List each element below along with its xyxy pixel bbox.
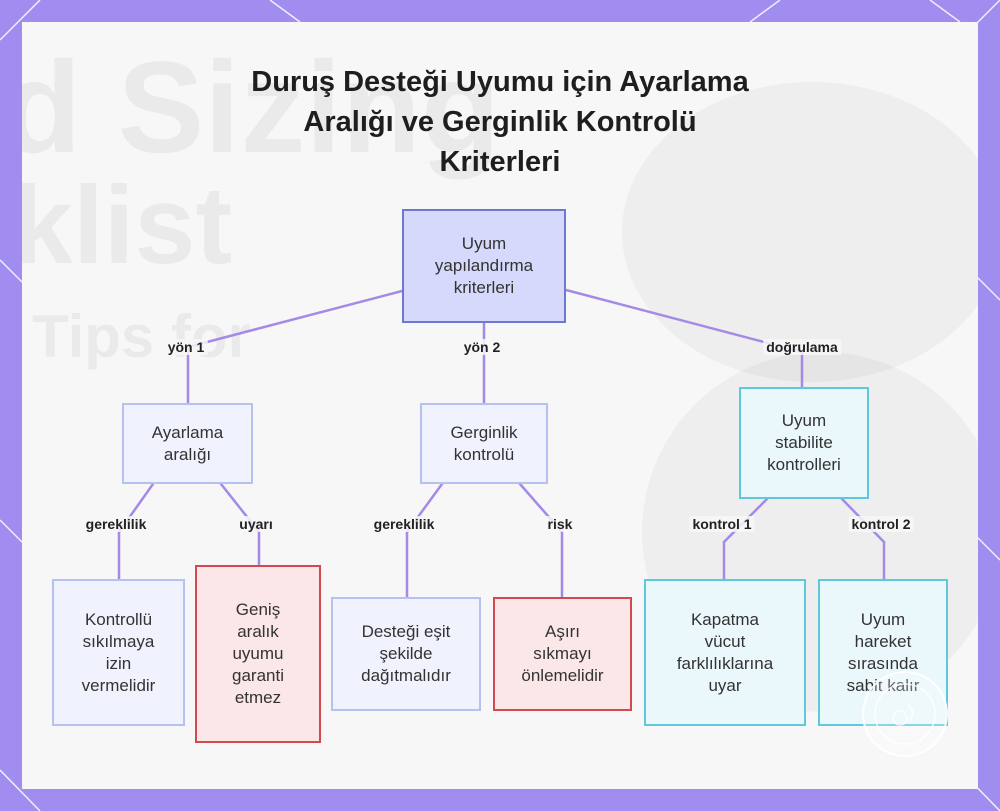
node-body-variation: Kapatma vücut farklılıklarına uyar [644, 579, 806, 726]
background-decoration: d Sizing [22, 34, 501, 180]
edge-root-range [186, 289, 404, 349]
node-text: Kontrollü [84, 609, 153, 629]
node-even-distribution: Desteği eşit şekilde dağıtmalıdır [331, 597, 481, 711]
node-text: Aşırı [545, 622, 580, 641]
background-decoration: klist [22, 164, 233, 287]
background-decoration: Tips for [32, 303, 251, 370]
edge-label: risk [544, 516, 576, 532]
node-text: dağıtmalıdır [361, 666, 451, 685]
node-text: aralık [237, 622, 279, 641]
node-text: Desteği eşit [361, 622, 451, 641]
node-text: garanti [232, 666, 284, 685]
node-text: şekilde [379, 644, 433, 663]
node-stability-checks: Uyum stabilite kontrolleri [739, 387, 869, 499]
edge-label: yön 2 [460, 339, 504, 355]
node-text: kontrolü [453, 444, 515, 464]
node-text: Gerginlik [450, 422, 518, 442]
node-text: vermelidir [81, 675, 156, 695]
title-line: Aralığı ve Gerginlik Kontrolü [303, 106, 697, 138]
node-text: aralığı [163, 444, 212, 464]
node-wide-range-warning: Geniş aralık uyumu garanti etmez [195, 565, 321, 743]
brand-logo-icon [862, 671, 948, 757]
node-text: Uyum [461, 234, 507, 253]
edge-label: uyarı [236, 516, 276, 532]
node-text: kriterleri [453, 278, 515, 297]
node-adjustment-range: Ayarlama aralığı [122, 403, 253, 484]
node-text: yapılandırma [434, 256, 534, 275]
edge-root-stability [564, 288, 804, 354]
node-text: farklılıklarına [676, 653, 774, 673]
node-text: Uyum [781, 411, 827, 430]
node-text: etmez [234, 688, 282, 707]
node-text: kontrolleri [767, 455, 841, 474]
node-root: Uyum yapılandırma kriterleri [402, 209, 566, 323]
node-text: vücut [704, 631, 746, 651]
node-text: Kapatma [690, 609, 760, 629]
node-controlled-tightening: Kontrollü sıkılmaya izin vermelidir [52, 579, 185, 726]
node-text: Uyum [860, 609, 906, 629]
title-line: Kriterleri [439, 146, 561, 178]
node-text: sırasında [848, 653, 918, 673]
node-text: sıkmayı [533, 644, 592, 663]
edge-label: yön 1 [164, 339, 208, 355]
logo-mark-icon [874, 683, 936, 745]
node-text: uyumu [232, 644, 284, 663]
node-text: stabilite [775, 433, 833, 452]
edge-label: kontrol 1 [689, 516, 755, 532]
node-text: önlemelidir [521, 666, 604, 685]
node-overtightening-risk: Aşırı sıkmayı önlemelidir [493, 597, 632, 711]
node-tension-control: Gerginlik kontrolü [420, 403, 548, 484]
diagram-title: Duruş Desteği Uyumu için Ayarlama Aralığ… [22, 62, 978, 182]
node-text: izin [105, 653, 132, 673]
node-text: hareket [854, 631, 912, 651]
node-text: Geniş [235, 600, 281, 619]
edge-label: gereklilik [82, 516, 150, 532]
node-text: sıkılmaya [82, 631, 155, 651]
node-text: uyar [708, 675, 742, 695]
diagram-card: d Sizing klist Tips for Duruş Desteği Uy… [22, 22, 978, 789]
edge-label: doğrulama [763, 339, 841, 355]
title-line: Duruş Desteği Uyumu için Ayarlama [251, 66, 749, 98]
edge-label: kontrol 2 [848, 516, 914, 532]
edge-label: gereklilik [370, 516, 438, 532]
node-text: Ayarlama [151, 422, 224, 442]
